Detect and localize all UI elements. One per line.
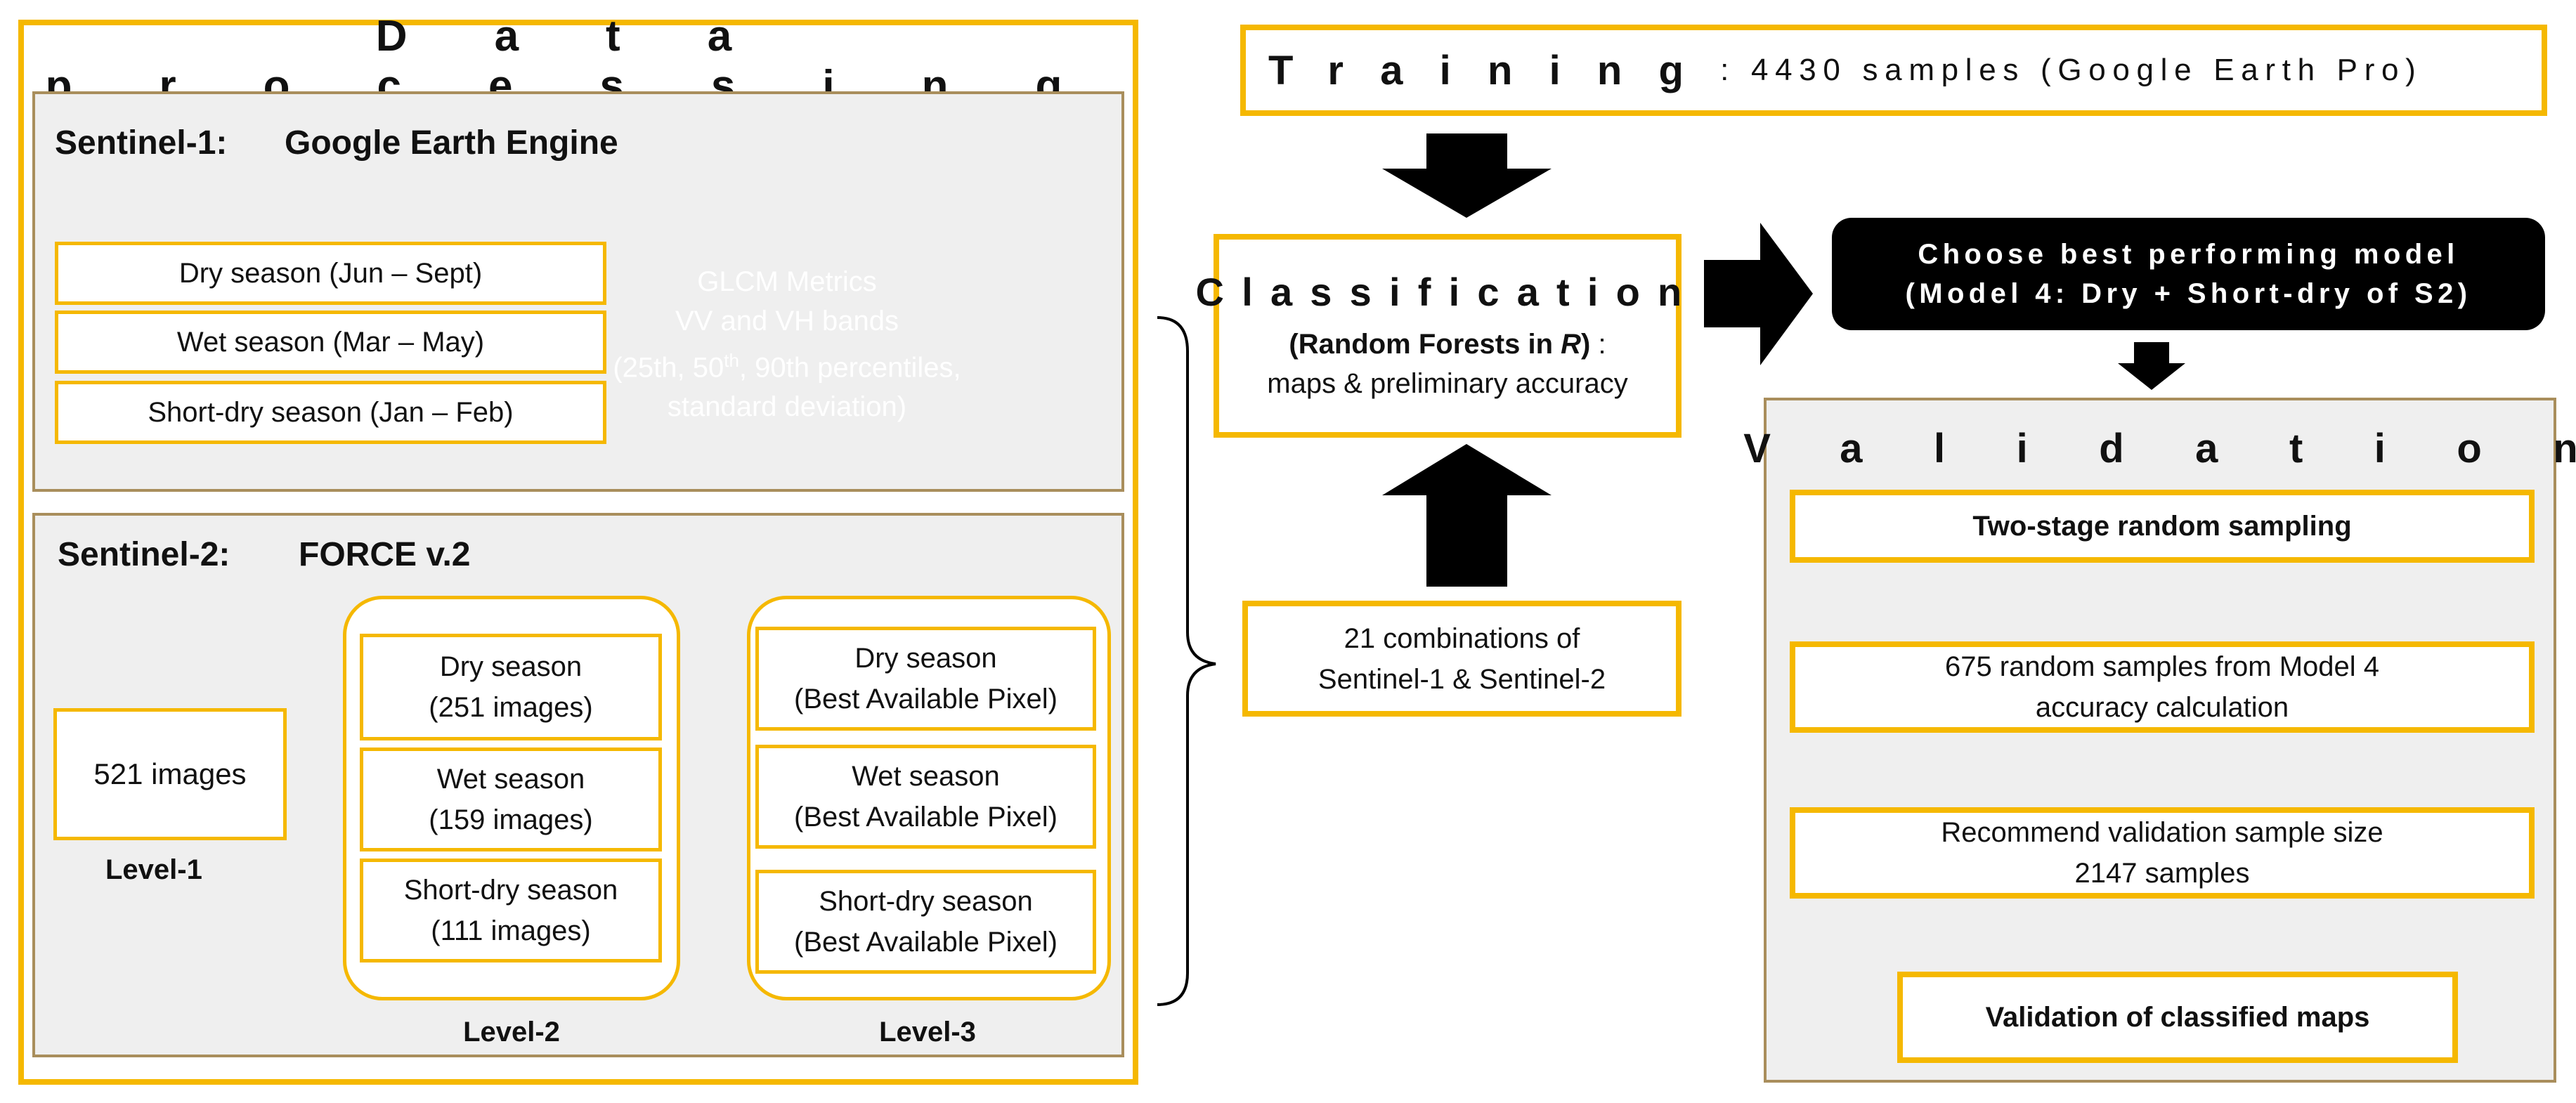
curly-brace: [1157, 316, 1216, 1006]
validation-step3-box: Recommend validation sample size 2147 sa…: [1790, 807, 2535, 899]
combinations-to-classification-arrow: [1382, 444, 1552, 587]
best-model-box: Choose best performing model (Model 4: D…: [1832, 218, 2545, 330]
s1-dry-season-box: Dry season (Jun – Sept): [55, 242, 606, 305]
glcm-line2: VV and VH bands: [675, 305, 899, 337]
validation-step2-box: 675 random samples from Model 4 accuracy…: [1790, 641, 2535, 733]
sentinel2-label: Sentinel-2:: [58, 536, 230, 573]
combinations-box: 21 combinations of Sentinel-1 & Sentinel…: [1242, 601, 1681, 717]
level2-shortdry-box: Short-dry season (111 images): [360, 859, 662, 962]
training-box: Training : 4430 samples (Google Earth Pr…: [1240, 25, 2547, 116]
glcm-line3: (25th, 50th, 90th percentiles,: [613, 349, 961, 384]
classification-method: (Random Forests in R) :: [1289, 328, 1606, 360]
s1-shortdry-season-box: Short-dry season (Jan – Feb): [55, 381, 606, 444]
level2-label: Level-2: [463, 1016, 560, 1047]
level3-label: Level-3: [879, 1016, 976, 1047]
sentinel1-label: Sentinel-1:: [55, 124, 228, 162]
model-to-validation-arrow: [2118, 342, 2185, 390]
level3-shortdry-box: Short-dry season (Best Available Pixel): [755, 870, 1096, 974]
level2-wet-box: Wet season (159 images): [360, 748, 662, 851]
training-title: Training: [1268, 47, 1721, 93]
training-to-classification-arrow: [1382, 133, 1552, 218]
glcm-line4: standard deviation): [667, 391, 907, 423]
validation-step1-box: Two-stage random sampling: [1790, 490, 2535, 563]
glcm-text: GLCM Metrics VV and VH bands (25th, 50th…: [597, 260, 977, 429]
level3-wet-box: Wet season (Best Available Pixel): [755, 745, 1096, 849]
level1-label: Level-1: [105, 854, 202, 885]
s1-wet-season-box: Wet season (Mar – May): [55, 311, 606, 374]
level3-dry-box: Dry season (Best Available Pixel): [755, 627, 1096, 731]
sentinel1-platform: Google Earth Engine: [285, 124, 618, 162]
classification-box: Classification (Random Forests in R) : m…: [1196, 234, 1681, 438]
classification-line2: maps & preliminary accuracy: [1267, 367, 1628, 399]
training-detail: : 4430 samples (Google Earth Pro): [1720, 53, 2423, 87]
level1-box: 521 images: [53, 708, 287, 840]
classification-to-model-arrow: [1704, 223, 1813, 365]
validation-step4-box: Validation of classified maps: [1897, 972, 2458, 1063]
data-processing-title: Data processing: [45, 12, 1150, 110]
level2-dry-box: Dry season (251 images): [360, 634, 662, 740]
sentinel2-platform: FORCE v.2: [299, 536, 471, 573]
glcm-line1: GLCM Metrics: [697, 266, 877, 297]
validation-title: Validation: [1743, 425, 2576, 471]
classification-title: Classification: [1195, 269, 1700, 314]
